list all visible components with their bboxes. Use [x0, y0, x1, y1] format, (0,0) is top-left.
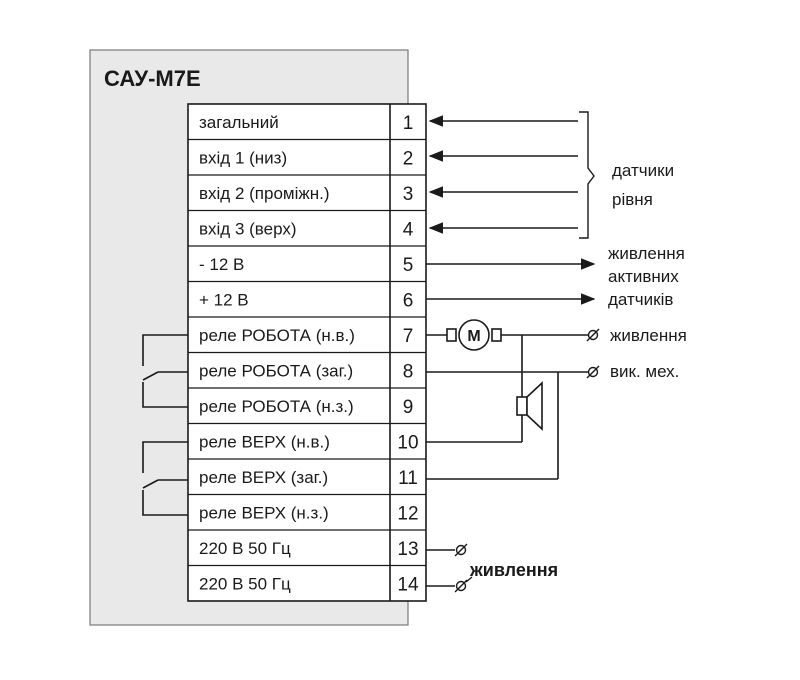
motor-symbol: M — [467, 328, 480, 345]
terminal-number: 7 — [403, 326, 414, 347]
motor-power-terminal-icon — [586, 328, 600, 342]
terminal-number: 13 — [397, 539, 418, 560]
device-title: САУ-М7Е — [104, 66, 201, 91]
terminal-number: 9 — [403, 397, 414, 418]
terminal-number: 2 — [403, 148, 414, 169]
active-power-label-line1: живлення — [608, 244, 685, 263]
mains-terminal-icons — [454, 543, 473, 593]
motor: M — [458, 319, 490, 351]
terminal-label: вхід 3 (верх) — [199, 219, 297, 238]
active-sensor-power-lines — [426, 258, 596, 305]
terminal-number: 6 — [403, 290, 414, 311]
mech-switch-label: вик. мех. — [610, 362, 679, 381]
terminal-label: реле РОБОТА (н.з.) — [199, 397, 354, 416]
level-sensors-label-line2: рівня — [612, 190, 653, 209]
terminal-number: 5 — [403, 255, 414, 276]
mech-switch-terminal-icon — [586, 365, 600, 379]
terminal-label: вхід 1 (низ) — [199, 148, 287, 167]
terminal-label: вхід 2 (проміжн.) — [199, 184, 330, 203]
motor-icon — [458, 319, 490, 351]
mech-switch-circuit — [426, 371, 588, 480]
terminal-number: 1 — [403, 113, 414, 134]
level-sensors-brace — [579, 111, 595, 239]
motor-power-label: живлення — [610, 326, 687, 345]
terminal-label: реле РОБОТА (н.в.) — [199, 326, 355, 345]
terminal-label: - 12 В — [199, 255, 244, 274]
terminal-label: реле ВЕРХ (н.з.) — [199, 503, 329, 522]
terminal-table: загальний 1 вхід 1 (низ) 2 вхід 2 (проміжн.)… — [187, 103, 427, 602]
terminal-label: реле ВЕРХ (н.в.) — [199, 432, 330, 451]
speaker-icon — [516, 381, 543, 431]
terminal-label: 220 В 50 Гц — [199, 539, 291, 558]
terminal-label: реле РОБОТА (заг.) — [199, 361, 353, 380]
relay-verkh-contact-symbol — [142, 441, 188, 516]
level-sensor-lines — [428, 115, 578, 234]
terminal-label: 220 В 50 Гц — [199, 574, 291, 593]
terminal-label: реле ВЕРХ (заг.) — [199, 468, 328, 487]
terminal-label: + 12 В — [199, 290, 249, 309]
motor-circuit — [426, 328, 588, 442]
active-power-label-line2: активних — [608, 267, 679, 286]
terminal-number: 12 — [397, 503, 418, 524]
terminal-number: 11 — [398, 468, 418, 489]
mains-power-lines — [426, 549, 455, 587]
terminal-number: 10 — [397, 432, 418, 453]
terminal-number: 4 — [403, 219, 414, 240]
terminal-number: 3 — [403, 184, 414, 205]
terminal-number: 14 — [397, 574, 419, 595]
level-sensors-label-line1: датчики — [612, 161, 674, 180]
active-power-label-line3: датчиків — [608, 290, 673, 309]
terminal-label: загальний — [199, 113, 279, 132]
relay-robota-contact-symbol — [142, 334, 188, 408]
terminal-number: 8 — [403, 361, 414, 382]
mains-power-label: живлення — [469, 560, 558, 580]
